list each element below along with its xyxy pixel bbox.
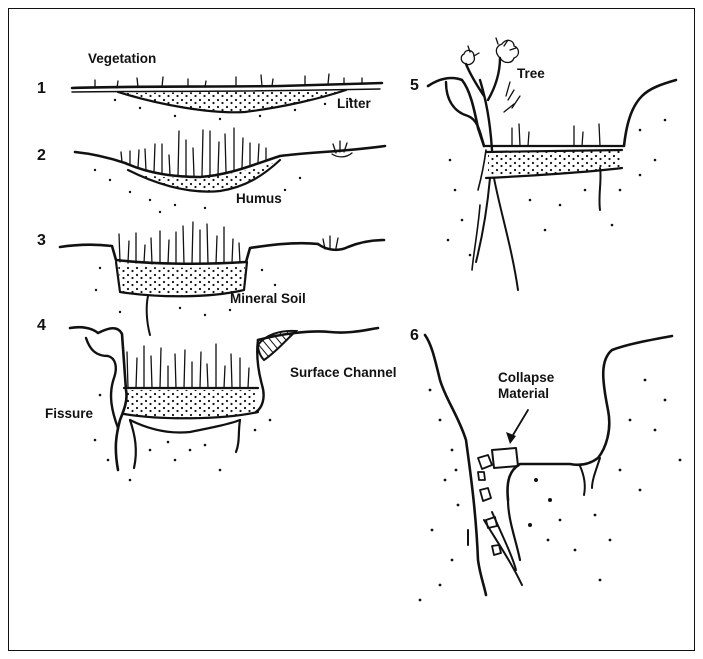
stage-number-5: 5 bbox=[410, 77, 419, 94]
mineral-soil-label: Mineral Soil bbox=[230, 291, 306, 306]
stage-6: 6 Collapse Material bbox=[410, 327, 681, 601]
stage-3: 3 Mineral Soil bbox=[37, 222, 384, 335]
stage-number-4: 4 bbox=[37, 317, 46, 334]
stage-number-3: 3 bbox=[37, 232, 46, 249]
stage-number-2: 2 bbox=[37, 147, 46, 164]
litter-label: Litter bbox=[337, 96, 371, 111]
tree-label: Tree bbox=[517, 66, 545, 81]
material-label: Material bbox=[498, 386, 549, 401]
surface-channel-label: Surface Channel bbox=[290, 365, 397, 380]
vegetation-label: Vegetation bbox=[88, 51, 156, 66]
stage-1: 1 Vegetation Litter bbox=[37, 51, 382, 120]
collapse-label: Collapse bbox=[498, 370, 555, 385]
stage-5: 5 Tree bbox=[410, 38, 676, 290]
stage-number-1: 1 bbox=[37, 80, 46, 97]
stage-number-6: 6 bbox=[410, 327, 419, 344]
humus-label: Humus bbox=[236, 191, 282, 206]
stage-2: 2 Humus bbox=[37, 128, 385, 213]
fissure-label: Fissure bbox=[45, 406, 94, 421]
stage-4: 4 Fissure Surface Channel bbox=[37, 317, 397, 481]
